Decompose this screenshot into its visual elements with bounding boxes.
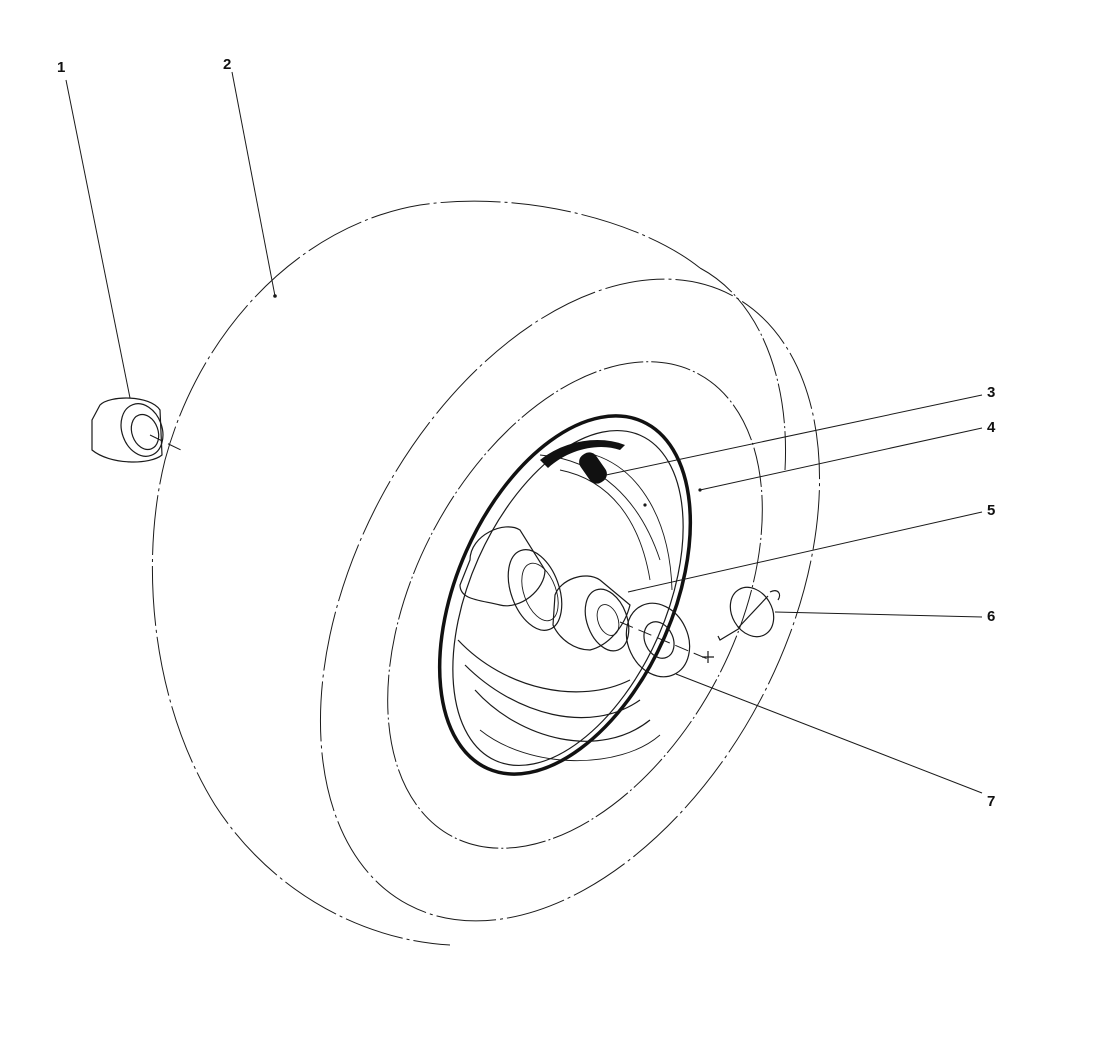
ring-clip-tail [717, 627, 741, 641]
leader-dot-4b [643, 503, 647, 507]
tire-bead-ring [387, 361, 763, 849]
hub-barrel [459, 526, 546, 607]
hub-barrel-end [507, 549, 563, 631]
hub-axis-cross [702, 651, 714, 663]
callout-6: 6 [987, 608, 995, 625]
callout-7: 7 [987, 793, 995, 810]
hub-axis-line [619, 621, 711, 661]
wheel-hub [459, 526, 631, 652]
washer-inner [643, 621, 675, 659]
leader-lines [65, 71, 983, 794]
rim-contour-7 [594, 454, 673, 591]
leader-dot-4a [698, 488, 702, 492]
ring-clip-bar [737, 595, 769, 629]
rim-contour-4 [479, 729, 661, 762]
rim-contour-1 [474, 689, 651, 742]
bearing-spacer-bore [596, 604, 620, 636]
bushing-body [91, 397, 163, 463]
leader-dot-2 [273, 294, 277, 298]
callout-5: 5 [987, 502, 995, 519]
ring-clip-loop [729, 586, 775, 638]
bushing-face [120, 403, 164, 457]
leader-3 [605, 394, 983, 476]
tire-back-outline [151, 200, 701, 946]
leader-7 [675, 673, 983, 794]
rim-flange [437, 414, 693, 776]
washer-outer [625, 602, 691, 678]
leader-1 [65, 79, 131, 399]
leader-4 [699, 427, 983, 491]
hub-barrel-end-inner [521, 562, 559, 622]
callout-labels: 1 2 3 4 5 6 7 [57, 56, 996, 810]
callout-1: 1 [57, 59, 65, 76]
bearing-spacer [552, 575, 631, 651]
callout-4: 4 [987, 419, 996, 436]
rim-inner-shadow [540, 440, 625, 468]
tire [151, 200, 821, 946]
callout-2: 2 [223, 56, 231, 73]
rim-contour-5 [559, 469, 651, 581]
leader-5 [627, 511, 983, 593]
leader-6 [774, 611, 983, 618]
bushing-axis-line [149, 434, 186, 453]
valve-stem [579, 452, 607, 484]
callout-3: 3 [987, 384, 995, 401]
bearing-spacer-face [584, 588, 630, 652]
tire-front-outer-edge [319, 278, 821, 922]
wheel-rim [437, 414, 693, 776]
rim-contour-2 [464, 664, 641, 719]
rim-contour-3 [457, 639, 631, 693]
bushing-bore [130, 413, 160, 451]
ring-clip-hook [769, 590, 781, 601]
ring-clip [717, 586, 781, 641]
washer [625, 602, 691, 678]
bushing [91, 397, 164, 463]
leader-2 [231, 71, 276, 297]
